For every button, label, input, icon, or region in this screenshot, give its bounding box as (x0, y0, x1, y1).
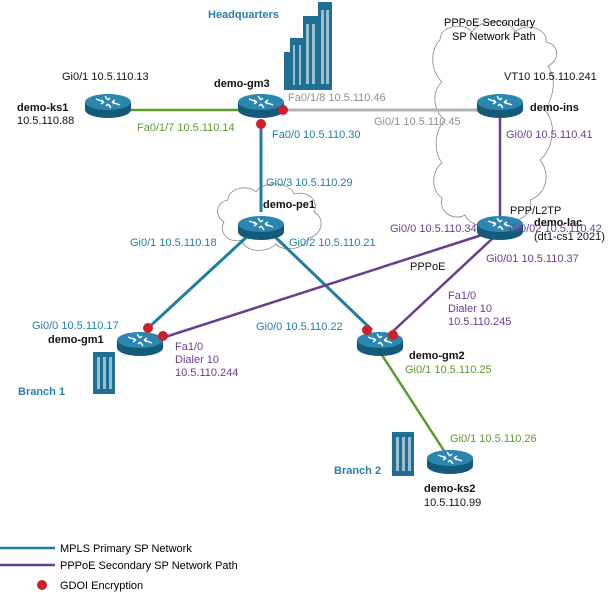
gdoi-dot-gm2-fa10 (388, 330, 398, 340)
link-lac-gm2 (389, 237, 494, 335)
link-lac-gm1 (161, 231, 489, 340)
device-lac-sub: (dt1-cs1 2021) (534, 231, 605, 243)
gdoi-dot-gm2-gi00 (362, 325, 372, 335)
gm1-fa10-label: Fa1/0 (175, 341, 203, 353)
lac-gi02-label: Gi0/02 10.5.110.42 (509, 223, 602, 235)
gm3-fa00-label: Fa0/0 10.5.110.30 (272, 129, 360, 141)
device-ins-name: demo-ins (530, 102, 579, 114)
gm2-fa10-label: Fa1/0 (448, 290, 476, 302)
router-icon-gm3[interactable] (237, 93, 285, 119)
ks1-gi01-label: Gi0/1 10.5.110.13 (62, 71, 149, 83)
router-icon-ins[interactable] (476, 93, 524, 119)
device-ks1-ip: 10.5.110.88 (17, 115, 74, 127)
router-icon-ks2[interactable] (426, 449, 474, 475)
router-icon-ks1[interactable] (84, 93, 132, 119)
link-pe1-gm1 (144, 230, 254, 332)
device-ks2-name: demo-ks2 (424, 483, 475, 495)
router-icon-pe1[interactable] (237, 215, 285, 241)
branch1-building-icon (93, 352, 115, 394)
headquarters-label: Headquarters (208, 9, 279, 21)
branch1-label: Branch 1 (18, 386, 65, 398)
gm2-dialer-label: Dialer 10 (448, 303, 492, 315)
gm3-fa017-label: Fa0/1/7 10.5.110.14 (137, 122, 235, 134)
gm1-dialer-label: Dialer 10 (175, 354, 219, 366)
legend-gdoi-swatch (37, 580, 47, 590)
branch2-label: Branch 2 (334, 465, 381, 477)
gm3-fa018-label: Fa0/1/8 10.5.110.46 (288, 92, 386, 104)
link-pe1-gm2 (268, 230, 374, 332)
gdoi-dot-gm1-fa10 (158, 331, 168, 341)
ks2-gi01-label: Gi0/1 10.5.110.26 (450, 433, 537, 445)
pe1-gi03-label: Gi0/3 10.5.110.29 (266, 177, 353, 189)
legend-gdoi-label: GDOI Encryption (60, 580, 143, 592)
pppoe-cloud-title-2: SP Network Path (452, 31, 536, 43)
device-gm2-name: demo-gm2 (409, 350, 465, 362)
gm2-dialer-ip-label: 10.5.110.245 (448, 316, 511, 328)
lac-gi00-label: Gi0/0 10.5.110.34 (390, 223, 477, 235)
pppoe-label: PPPoE (410, 261, 445, 273)
gm1-gi00-label: Gi0/0 10.5.110.17 (32, 320, 119, 332)
headquarters-building-icon (284, 2, 332, 90)
ins-gi01-label: Gi0/1 10.5.110.45 (374, 116, 461, 128)
legend-pppoe-label: PPPoE Secondary SP Network Path (60, 560, 238, 572)
pppoe-cloud (432, 21, 558, 227)
link-gm2-ks2 (378, 351, 452, 461)
branch2-building-icon (392, 432, 414, 476)
gm2-gi00-label: Gi0/0 10.5.110.22 (256, 321, 343, 333)
gm1-dialer-ip-label: 10.5.110.244 (175, 367, 238, 379)
gdoi-dot-gm3-fa00 (256, 119, 266, 129)
ins-gi00-label: Gi0/0 10.5.110.41 (506, 129, 593, 141)
gdoi-dot-gm3-fa018 (278, 105, 288, 115)
legend-mpls-label: MPLS Primary SP Network (60, 543, 192, 555)
pe1-gi01-label: Gi0/1 10.5.110.18 (130, 237, 217, 249)
lac-ppp-label: PPP/L2TP (510, 205, 561, 217)
device-pe1-name: demo-pe1 (263, 199, 315, 211)
pe1-gi02-label: Gi0/2 10.5.110.21 (289, 237, 376, 249)
device-lac-name: demo-lac (534, 217, 582, 229)
mpls-cloud (217, 183, 322, 251)
router-icon-gm1[interactable] (116, 331, 164, 357)
device-ks1-name: demo-ks1 (17, 102, 68, 114)
gdoi-dot-gm1-gi00 (143, 323, 153, 333)
pppoe-cloud-title-1: PPPoE Secondary (444, 17, 536, 29)
ins-vt10-label: VT10 10.5.110.241 (504, 71, 597, 83)
device-gm1-name: demo-gm1 (48, 334, 104, 346)
lac-gi01-label: Gi0/01 10.5.110.37 (486, 253, 579, 265)
gm2-gi01-label: Gi0/1 10.5.110.25 (405, 364, 492, 376)
device-ks2-ip: 10.5.110.99 (424, 497, 481, 509)
device-gm3-name: demo-gm3 (214, 78, 270, 90)
legend: MPLS Primary SP Network PPPoE Secondary … (0, 543, 238, 592)
